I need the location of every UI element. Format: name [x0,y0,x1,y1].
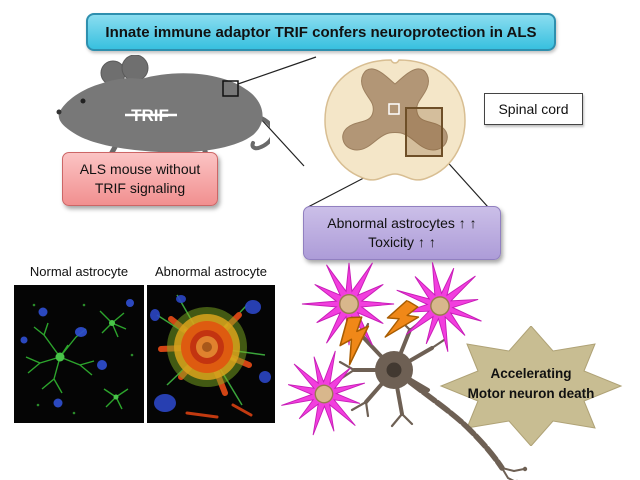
neuron-axon [407,379,505,471]
normal-astrocyte-micrograph [14,285,144,423]
abnormal-astrocyte-micrograph [147,285,275,423]
normal-astrocyte-label: Normal astrocyte [29,264,129,279]
blue-patches [150,295,271,412]
figure-title: Innate immune adaptor TRIF confers neuro… [105,23,537,41]
spinal-cord-illustration [324,59,466,181]
green-puncta [32,303,134,415]
mouse-eye-icon [80,98,86,104]
blue-nuclei [20,299,134,408]
spinal-cord-label-box: Spinal cord [484,93,583,125]
als-caption-line1: ALS mouse without [79,161,201,178]
normal-astrocyte-processes [25,310,129,410]
toxicity-line2: Toxicity ↑ ↑ [368,234,436,250]
starburst-line2: Motor neuron death [468,386,595,401]
als-mouse-caption-box: ALS mouse without TRIF signaling [62,152,218,206]
mouse-ear-icon [121,55,149,82]
als-caption-line2: TRIF signaling [94,180,186,196]
mouse-zoom-region-box [222,80,239,97]
central-canal-box [388,103,400,115]
abnormal-astrocytes-line1: Abnormal astrocytes ↑ ↑ [327,215,477,232]
mouse-nose-icon [56,109,62,115]
mouse-body [58,73,263,153]
toxicity-bolt-icon [384,299,420,338]
axon-terminals [501,467,525,480]
motor-neuron-illustration [338,320,528,480]
starburst-line1: Accelerating [490,366,571,381]
toxicity-bolt-icon [339,316,370,366]
motor-neuron-death-starburst: Accelerating Motor neuron death [439,326,623,446]
cord-zoom-region-box [405,107,443,157]
abnormal-astrocytes-box: Abnormal astrocytes ↑ ↑ Toxicity ↑ ↑ [303,206,501,260]
spinal-cord-label: Spinal cord [498,101,569,117]
abnormal-astrocyte-label: Abnormal astrocyte [155,264,267,279]
spinal-cord-gray-matter [342,68,448,151]
title-banner: Innate immune adaptor TRIF confers neuro… [86,13,556,51]
red-strands [185,403,253,419]
mouse-illustration: TRIF [56,55,270,155]
neuron-nucleus [386,362,402,378]
mouse-tail [250,113,270,151]
